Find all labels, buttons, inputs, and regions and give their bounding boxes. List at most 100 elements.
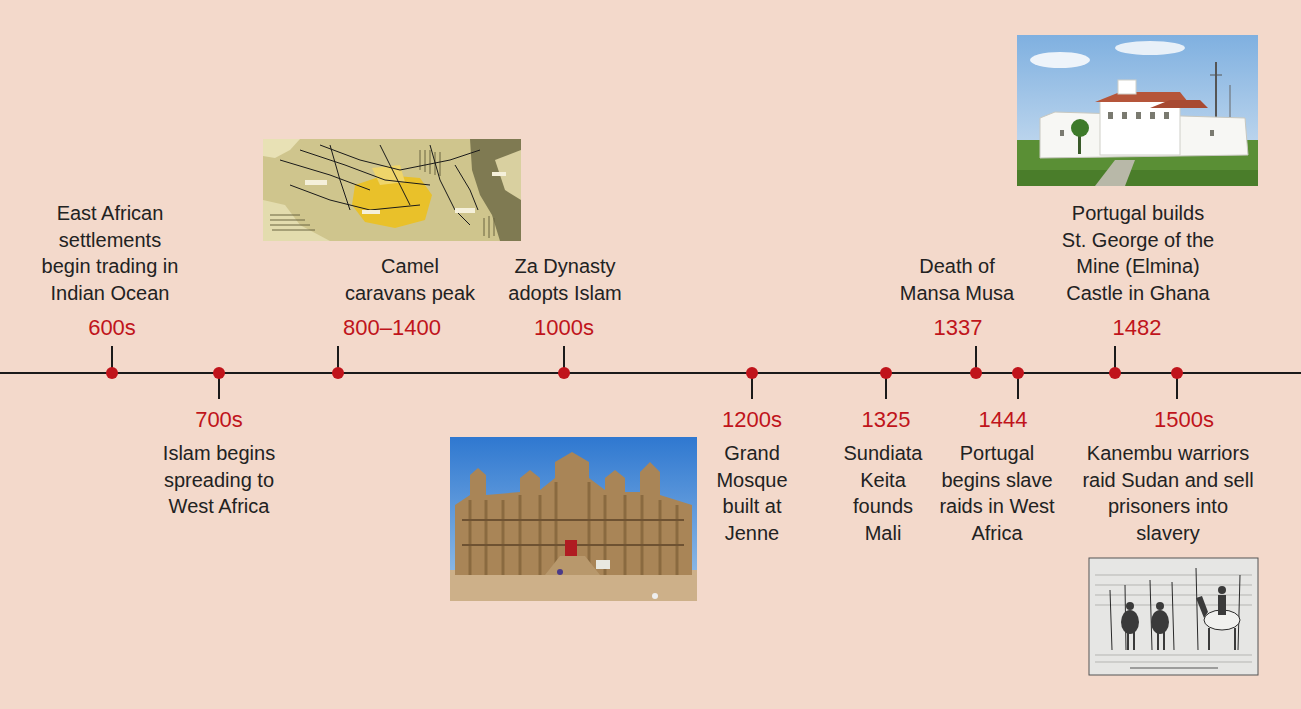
timeline-dots-part (558, 367, 570, 379)
cloud (1115, 41, 1185, 55)
event-label: Portugal builds St. George of the Mine (… (1060, 200, 1216, 306)
map-routes (280, 145, 480, 225)
event-slot: Kanembu warriors raid Sudan and sell pri… (1078, 440, 1258, 546)
map-marks-part (362, 210, 380, 214)
engraving-hatching-part (1095, 662, 1252, 663)
mosque-pilasters (470, 482, 677, 575)
castle-road (1095, 160, 1135, 186)
engraving-spears (1110, 568, 1240, 650)
map-routes-part (280, 160, 370, 190)
event-label: Camel caravans peak (342, 253, 478, 306)
date-slot: 800–1400 (342, 315, 442, 341)
engraving-figures-part (1208, 628, 1210, 650)
date-label: 700s (194, 407, 244, 433)
engraving-figures-part (1234, 628, 1236, 650)
timeline-dots-part (746, 367, 758, 379)
mosque-pilasters-part (519, 495, 522, 575)
engraving-figures-part (1218, 595, 1226, 615)
castle-windows-part (1210, 130, 1214, 136)
map-hatching-part (484, 218, 485, 236)
engraving-hatching-part (1095, 585, 1252, 586)
date-label: 1325 (861, 407, 912, 433)
engraving-figures-part (1157, 632, 1159, 650)
castle-windows-part (1108, 112, 1113, 119)
cloud (1030, 52, 1090, 68)
engraving-figures (1121, 586, 1240, 650)
engraving-figures-part (1121, 610, 1139, 634)
timeline-dots-part (1171, 367, 1183, 379)
map-sea (263, 139, 300, 158)
mosque-pilasters-part (676, 505, 679, 575)
map-ground (263, 139, 521, 241)
engraving-figures-part (1156, 602, 1164, 610)
castle-windows-part (1150, 112, 1155, 119)
map-sea (470, 139, 521, 241)
engraving-figures-part (1126, 602, 1134, 610)
date-label: 600s (87, 315, 137, 341)
engraving-figures-part (1218, 586, 1226, 594)
event-label: Sundiata Keita founds Mali (838, 440, 928, 546)
map-routes-part (290, 185, 420, 210)
engraving-spears-part (1172, 582, 1174, 650)
trade-map (263, 139, 521, 241)
date-label: 800–1400 (342, 315, 442, 341)
animal (652, 593, 658, 599)
event-label: Islam begins spreading to West Africa (149, 440, 289, 520)
timeline-dots (106, 367, 1183, 379)
castle-photo (1017, 35, 1258, 186)
castle-windows-part (1164, 112, 1169, 119)
engraving-hatching-part (1095, 605, 1252, 606)
warriors-engraving (1089, 558, 1258, 675)
event-label: Za Dynasty adopts Islam (497, 253, 633, 306)
engraving-spears-part (1238, 575, 1240, 650)
event-label: Portugal begins slave raids in West Afri… (937, 440, 1057, 546)
map-hatching (270, 150, 494, 238)
event-label: Kanembu warriors raid Sudan and sell pri… (1078, 440, 1258, 546)
timeline-dots-part (970, 367, 982, 379)
engraving-figures-part (1127, 632, 1129, 650)
engraving-hatching (1095, 575, 1252, 662)
event-slot: Sundiata Keita founds Mali (838, 440, 928, 546)
timeline-axis (0, 372, 1301, 374)
map-land (263, 200, 330, 241)
map-marks-part (455, 208, 475, 213)
engraving-figures-part (1196, 596, 1208, 618)
event-slot: Portugal builds St. George of the Mine (… (1060, 200, 1216, 306)
castle-roof (1150, 100, 1208, 108)
event-label: Grand Mosque built at Jenne (702, 440, 802, 546)
mosque-pilasters-part (502, 500, 505, 575)
map-hatching-part (494, 218, 495, 236)
map-hatching-part (272, 230, 315, 231)
map-marks (305, 172, 506, 214)
timeline-dots-part (332, 367, 344, 379)
map-hatching-part (420, 150, 421, 170)
engraving-hatching-part (1095, 595, 1252, 596)
castle-sky (1017, 35, 1258, 186)
event-label: East African settlements begin trading i… (36, 200, 184, 306)
engraving-figures-part (1151, 610, 1169, 634)
event-slot: Grand Mosque built at Jenne (702, 440, 802, 546)
person (557, 569, 563, 575)
engraving-figures-part (1163, 632, 1165, 650)
mosque-photo (450, 437, 697, 601)
engraving-caption-rule (1130, 668, 1218, 669)
map-marks-part (492, 172, 506, 176)
date-label: 1482 (1112, 315, 1163, 341)
timeline-dots-part (1012, 367, 1024, 379)
mosque-steps (545, 556, 600, 575)
mosque-sign (596, 560, 610, 569)
event-slot: Portugal begins slave raids in West Afri… (937, 440, 1057, 546)
castle-keep (1100, 100, 1180, 155)
date-slot: 1482 (1112, 315, 1163, 341)
timeline-ticks (112, 346, 1177, 399)
timeline-dots-part (880, 367, 892, 379)
map-hatching-part (270, 215, 300, 216)
engraving-spears-part (1196, 568, 1198, 650)
date-label: 1337 (933, 315, 984, 341)
date-slot: 700s (194, 407, 244, 433)
mosque-toron-part (462, 519, 684, 521)
castle-tree (1071, 119, 1089, 137)
